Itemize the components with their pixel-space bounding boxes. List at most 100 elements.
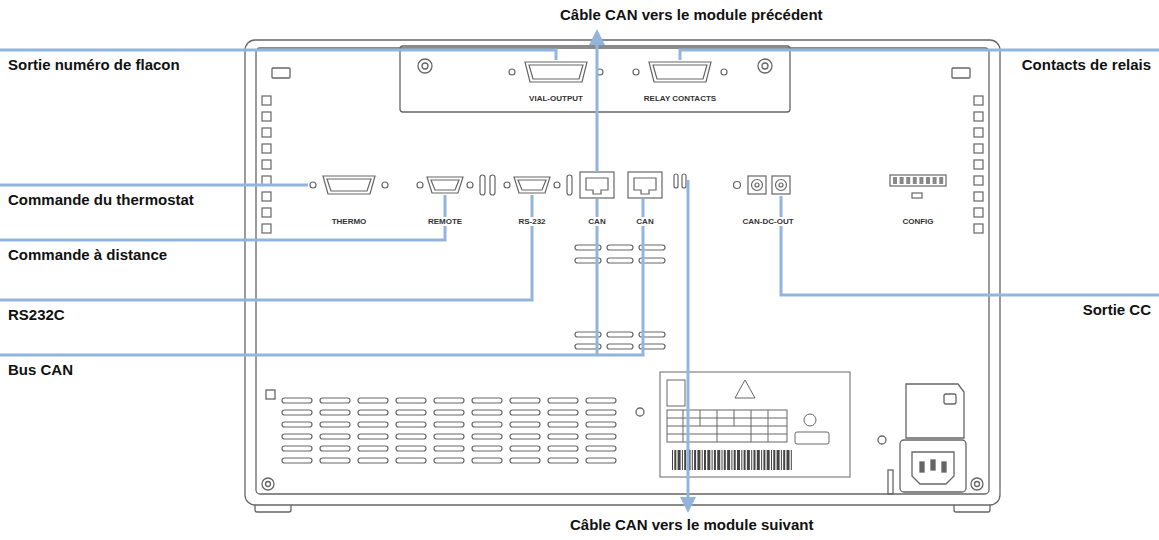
port-name: RS-232 [517,217,546,226]
plate-grid [734,410,735,426]
dc-jack [772,176,790,194]
config-switch [900,177,904,184]
vent-slot [510,458,540,463]
arrowhead [680,497,696,513]
callout-label: Commande du thermostat [8,191,194,208]
plate-grid [667,410,787,442]
side-vent [974,112,983,121]
plate-grid [768,410,769,442]
vent-slot [472,422,502,427]
vent-slot [434,458,464,463]
vent-slot [320,422,350,427]
side-vent [262,160,271,169]
callout-label: Bus CAN [8,361,73,378]
plate-mark [795,432,829,444]
d-sub-connector [653,65,707,79]
d-sub-connector [649,62,711,82]
connector-screw [554,182,560,188]
panel-marker [266,390,275,399]
barcode [781,450,782,470]
barcode [787,450,790,470]
panel-indicator [636,408,644,416]
barcode [751,450,752,470]
barcode [694,450,696,470]
callout-label: Câble CAN vers le module suivant [570,516,813,533]
label-holder: Commande à distance [8,246,167,264]
label-holder: Câble CAN vers le module précédent [560,6,823,24]
panel-latch [952,68,970,78]
callout-label: RS232C [8,306,65,323]
barcode [712,450,713,470]
config-switch [890,175,946,186]
vent-slot [548,422,578,427]
vent-slot [396,458,426,463]
barcode [744,450,746,470]
status-led [674,174,678,188]
d-sub-connector [417,177,473,193]
vent-slot [548,446,578,451]
leader-line [781,196,1159,295]
callout-label: Contacts de relais [1022,56,1151,73]
config-switch [912,193,922,198]
rj45-jack [586,178,608,194]
config-switch [906,177,910,184]
d-sub-connector [518,180,546,190]
panel-screw [262,478,274,490]
barcode [727,450,730,470]
vent-slot [358,410,388,415]
barcode [754,450,756,470]
vent-slot [586,398,616,403]
power-pin [931,460,935,470]
callout-label: Câble CAN vers le module précédent [560,6,823,23]
port-name: CAN [587,217,606,226]
barcode [771,450,772,470]
connector-screw [721,69,727,75]
side-vent [262,144,271,153]
side-vent [262,224,271,233]
barcode [714,450,716,470]
vent-slot [282,410,312,415]
port-name: RELAY CONTACTS [643,94,717,103]
d-sub-connector [431,180,459,190]
vent-slot [358,458,388,463]
vent-slot [282,446,312,451]
connector-screw [504,182,510,188]
side-vent [262,96,271,105]
label-holder: REMOTE [427,210,463,228]
port-name: CAN-DC-OUT [741,217,794,226]
vent-slot [396,434,426,439]
barcode [737,450,740,470]
vent-slot [396,446,426,451]
vent-slot [510,446,540,451]
panel-screw [971,478,983,490]
port-name: CAN [635,217,654,226]
side-vent [974,96,983,105]
leader-line [0,195,532,300]
vent-slot [586,422,616,427]
vent-slot [282,422,312,427]
vent-slot [358,434,388,439]
connector-screw [382,182,388,188]
panel-slot [480,175,485,195]
panel-latch [272,68,290,78]
barcode [734,450,736,470]
side-vent [974,144,983,153]
vent-slot [510,398,540,403]
vent-slot [586,410,616,415]
callout-label: Sortie CC [1083,301,1151,318]
label-holder: CONFIG [901,210,934,228]
label-holder: Sortie numéro de flacon [8,56,180,74]
leader-line [0,184,308,187]
barcode [773,450,775,470]
label-holder: RELAY CONTACTS [643,87,717,105]
config-switch [913,177,917,184]
vent-slot [548,458,578,463]
barcode [722,450,723,470]
barcode [757,450,760,470]
callout-label: Sortie numéro de flacon [8,56,180,73]
vent-slot [320,446,350,451]
power-pin [920,462,924,472]
barcode [682,450,683,470]
arrowhead [589,29,605,45]
plate-seal [804,414,816,426]
